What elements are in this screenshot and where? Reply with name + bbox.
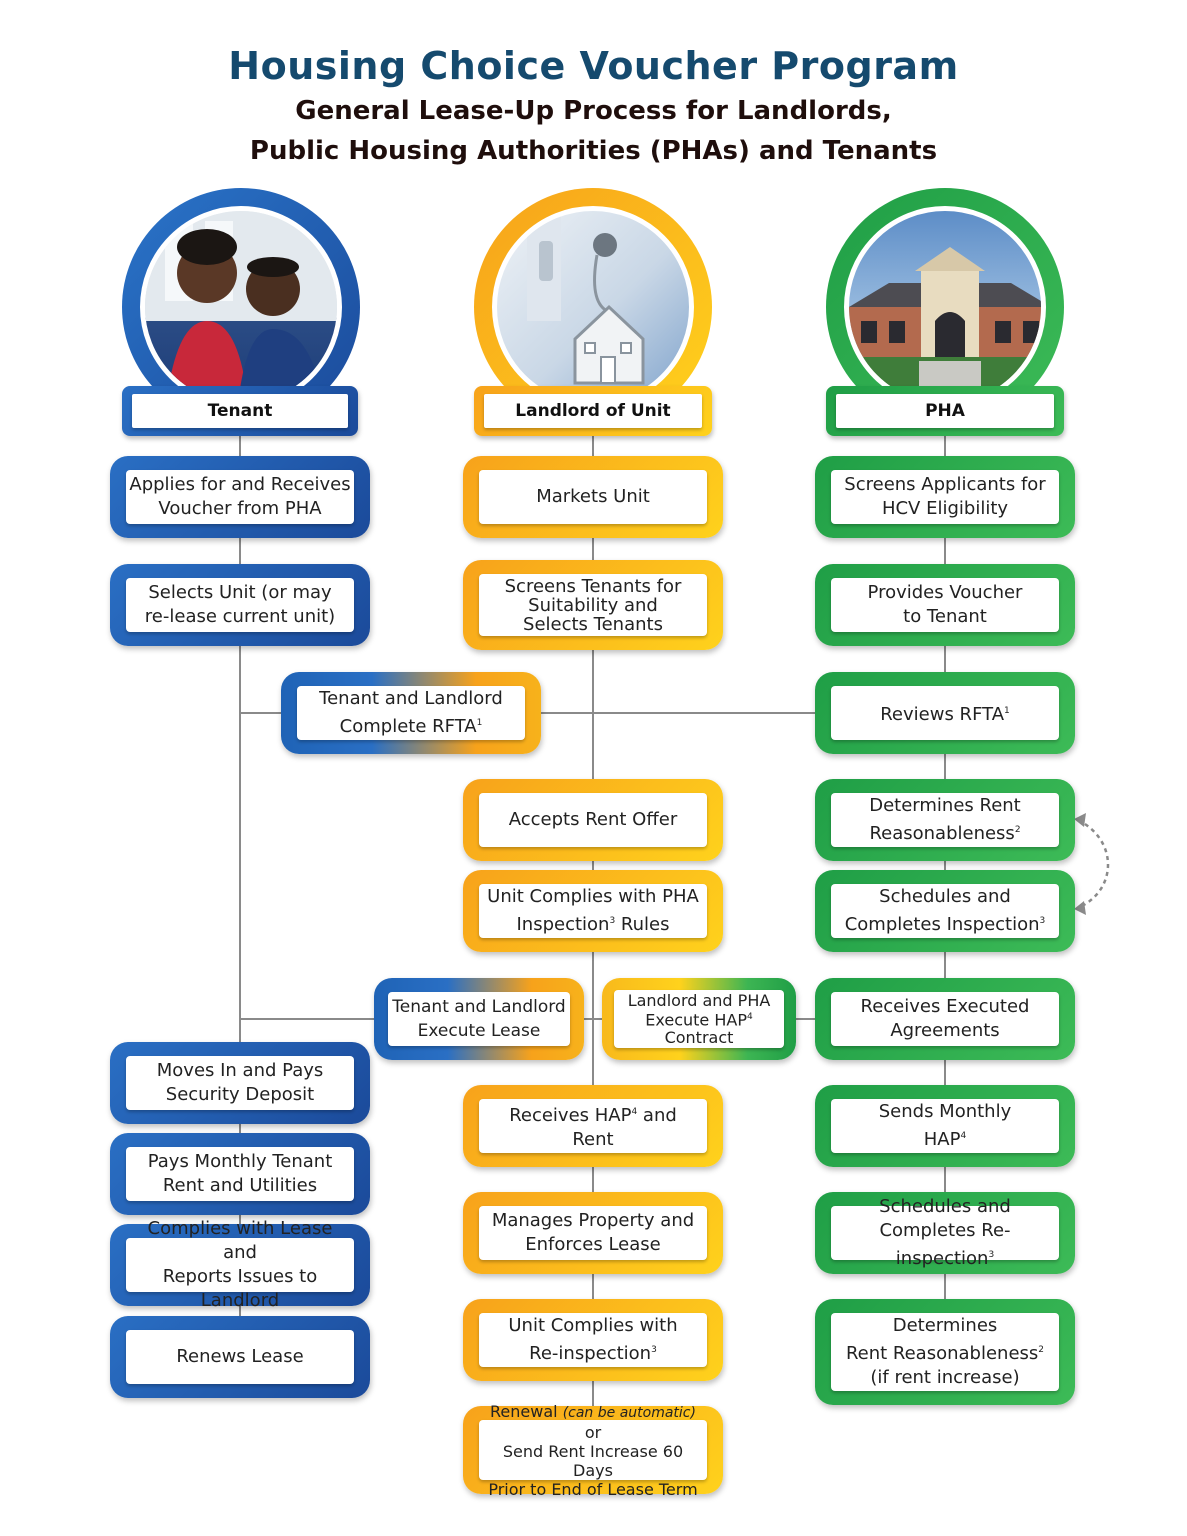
building-icon	[849, 247, 1041, 403]
tenant-step-renew-lease: Renews Lease	[110, 1316, 370, 1398]
pha-header: PHA	[826, 386, 1064, 436]
pha-step-review-rfta: Reviews RFTA1	[815, 672, 1075, 754]
tenant-header: Tenant	[122, 386, 358, 436]
tenant-photo	[140, 206, 342, 408]
landlord-photo	[492, 206, 694, 408]
pha-header-label: PHA	[836, 394, 1054, 428]
pha-photo	[844, 206, 1046, 408]
landlord-step-accept-rent: Accepts Rent Offer	[463, 779, 723, 861]
landlord-header-label: Landlord of Unit	[484, 394, 702, 428]
main-title: Housing Choice Voucher Program	[228, 44, 959, 88]
arrowhead-up	[1074, 813, 1086, 827]
subtitle-line-2: Public Housing Authorities (PHAs) and Te…	[249, 136, 938, 166]
key-house-icon	[527, 211, 645, 385]
landlord-header: Landlord of Unit	[474, 386, 712, 436]
subtitle-line-1: General Lease-Up Process for Landlords,	[295, 96, 892, 126]
tenant-header-label: Tenant	[132, 394, 348, 428]
landlord-step-market-unit: Markets Unit	[463, 456, 723, 538]
inspection-loop-arrow	[1077, 818, 1110, 910]
arrowhead-down	[1074, 901, 1086, 915]
